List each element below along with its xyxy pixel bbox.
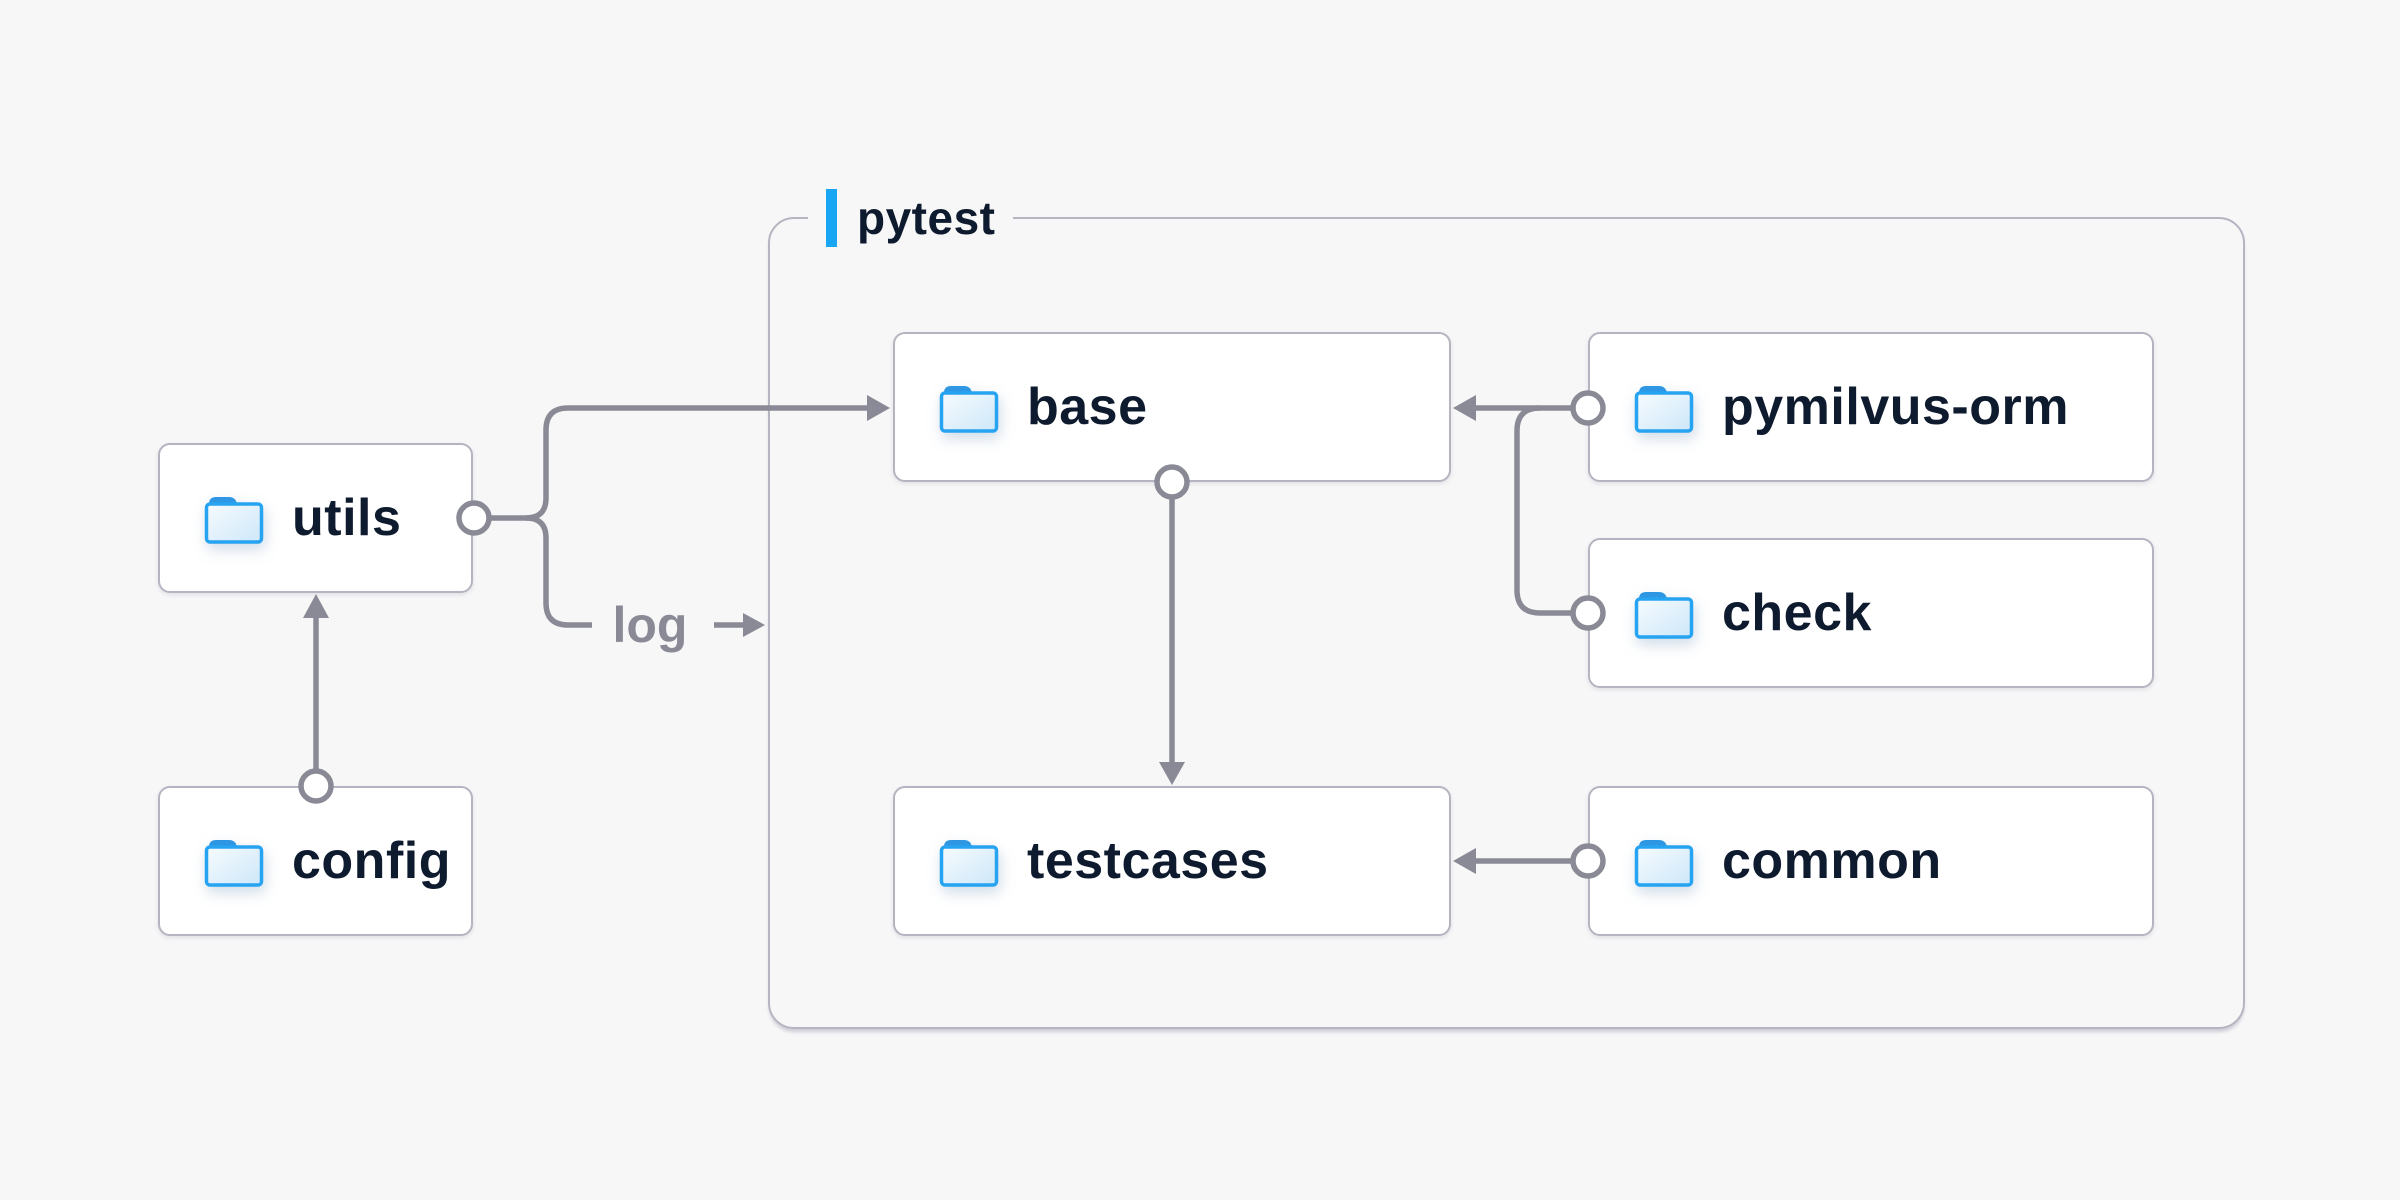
folder-body [204, 502, 264, 544]
folder-body [1634, 597, 1694, 639]
folder-body [1634, 845, 1694, 887]
folder-node-pymilvus-orm: pymilvus-orm [1588, 332, 2154, 482]
folder-icon [939, 386, 999, 433]
group-title: pytest [857, 192, 996, 244]
node-label: testcases [1027, 832, 1269, 890]
node-label: common [1722, 832, 1942, 890]
folder-icon [204, 840, 264, 887]
accent-bar [826, 189, 837, 247]
arrowhead-right [743, 613, 765, 637]
folder-body [939, 845, 999, 887]
node-label: pymilvus-orm [1722, 378, 2069, 436]
folder-node-base: base [893, 332, 1451, 482]
node-label: base [1027, 378, 1148, 436]
edge-utils-to-log: log [525, 515, 765, 653]
folder-body [204, 845, 264, 887]
folder-icon [204, 497, 264, 544]
node-label: utils [292, 489, 402, 547]
folder-icon [1634, 386, 1694, 433]
edge-config-to-utils [303, 594, 329, 771]
folder-node-utils: utils [158, 443, 473, 593]
folder-body [1634, 391, 1694, 433]
log-edge-label: log [613, 597, 688, 653]
folder-node-testcases: testcases [893, 786, 1451, 936]
node-label: check [1722, 584, 1872, 642]
folder-node-check: check [1588, 538, 2154, 688]
arrowhead-up [303, 594, 329, 618]
pytest-group-label: pytest [808, 188, 1014, 248]
folder-icon [1634, 840, 1694, 887]
folder-body [939, 391, 999, 433]
node-label: config [292, 832, 451, 890]
folder-icon [1634, 592, 1694, 639]
folder-node-common: common [1588, 786, 2154, 936]
folder-icon [939, 840, 999, 887]
folder-node-config: config [158, 786, 473, 936]
pytest-group-container: pytest [768, 188, 2245, 1029]
